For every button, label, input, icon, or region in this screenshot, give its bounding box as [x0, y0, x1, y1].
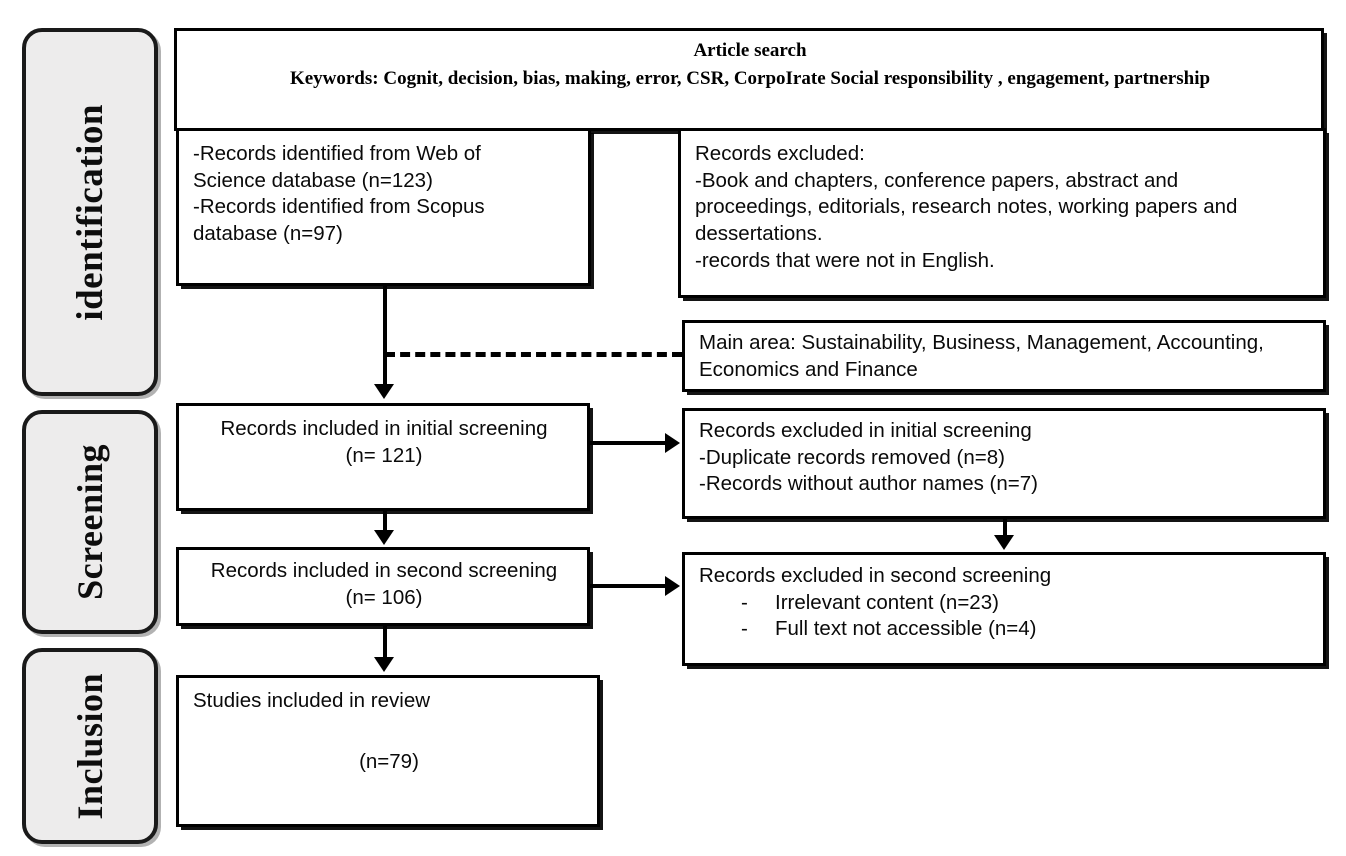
- connector-initial-screening-to-excluded: [590, 441, 667, 445]
- connector-initial-to-second-screening: [383, 511, 387, 532]
- arrow-down-icon: [994, 535, 1014, 550]
- initial-screening-excluded-line-2: -Duplicate records removed (n=8): [699, 445, 1005, 469]
- box-second-screening-included: Records included in second screening (n=…: [176, 547, 590, 626]
- box-article-search: Article search Keywords: Cognit, decisio…: [174, 28, 1324, 131]
- connector-second-screening-to-studies: [383, 626, 387, 659]
- second-screening-included-count: (n= 106): [345, 585, 423, 609]
- article-search-title: Article search: [693, 40, 807, 61]
- arrow-down-icon: [374, 384, 394, 399]
- second-screening-excluded-heading: Records excluded in second screening: [699, 564, 1052, 587]
- connector-dashed-to-main-area: [385, 352, 682, 357]
- records-excluded-line-2: -Book and chapters, conference papers, a…: [695, 168, 1179, 192]
- arrow-down-icon: [374, 657, 394, 672]
- initial-screening-included-line-1: Records included in initial screening: [220, 417, 548, 440]
- box-initial-screening-included: Records included in initial screening (n…: [176, 403, 590, 511]
- list-item: - Irrelevant content (n=23): [699, 590, 1311, 617]
- records-identified-line-1: -Records identified from Web of: [193, 142, 481, 165]
- box-records-identified: -Records identified from Web of Science …: [176, 128, 591, 286]
- second-screening-excluded-item-1: Irrelevant content (n=23): [775, 590, 999, 614]
- records-excluded-line-3: proceedings, editorials, research notes,…: [695, 195, 1238, 219]
- dash-bullet-icon: -: [741, 590, 748, 614]
- second-screening-included-line-1: Records included in second screening: [210, 559, 558, 582]
- box-records-excluded-identification: Records excluded: -Book and chapters, co…: [678, 128, 1326, 298]
- arrow-down-icon: [374, 530, 394, 545]
- records-identified-line-2: Science database (n=123): [193, 168, 433, 192]
- box-studies-included: Studies included in review (n=79): [176, 675, 600, 827]
- second-screening-excluded-item-2: Full text not accessible (n=4): [775, 617, 1037, 641]
- article-search-keywords: Keywords: Cognit, decision, bias, making…: [289, 67, 1211, 89]
- box-initial-screening-excluded: Records excluded in initial screening -D…: [682, 408, 1326, 519]
- connector-identified-to-initial-screening: [383, 286, 387, 386]
- initial-screening-included-count: (n= 121): [345, 443, 423, 467]
- stage-panel-identification: identification: [22, 28, 158, 396]
- connector-excluded-initial-to-excluded-second: [1003, 519, 1007, 537]
- stage-panel-inclusion: Inclusion: [22, 648, 158, 844]
- studies-included-line-1: Studies included in review: [193, 689, 431, 712]
- studies-included-count: (n=79): [359, 749, 419, 773]
- records-excluded-line-4: dessertations.: [695, 221, 823, 245]
- stage-label-identification: identification: [69, 103, 111, 321]
- records-identified-line-3: -Records identified from Scopus: [193, 195, 485, 219]
- stage-panel-screening: Screening: [22, 410, 158, 634]
- connector-second-screening-to-excluded: [590, 584, 667, 588]
- records-identified-line-4: database (n=97): [193, 221, 343, 245]
- box-second-screening-excluded: Records excluded in second screening - I…: [682, 552, 1326, 666]
- arrow-right-icon: [665, 576, 680, 596]
- records-excluded-line-5: -records that were not in English.: [695, 248, 995, 272]
- dash-bullet-icon: -: [741, 617, 748, 641]
- initial-screening-excluded-heading: Records excluded in initial screening: [699, 419, 1032, 442]
- stage-label-inclusion: Inclusion: [70, 672, 110, 820]
- initial-screening-excluded-line-3: -Records without author names (n=7): [699, 472, 1038, 496]
- list-item: - Full text not accessible (n=4): [699, 616, 1311, 643]
- arrow-right-icon: [665, 433, 680, 453]
- records-excluded-heading: Records excluded:: [695, 142, 865, 165]
- box-main-area: Main area: Sustainability, Business, Man…: [682, 320, 1326, 392]
- main-area-line-1: Main area: Sustainability, Business, Man…: [699, 331, 1264, 354]
- stage-label-screening: Screening: [70, 444, 110, 600]
- main-area-line-2: Economics and Finance: [699, 357, 918, 381]
- second-screening-excluded-list: - Irrelevant content (n=23) - Full text …: [699, 590, 1311, 643]
